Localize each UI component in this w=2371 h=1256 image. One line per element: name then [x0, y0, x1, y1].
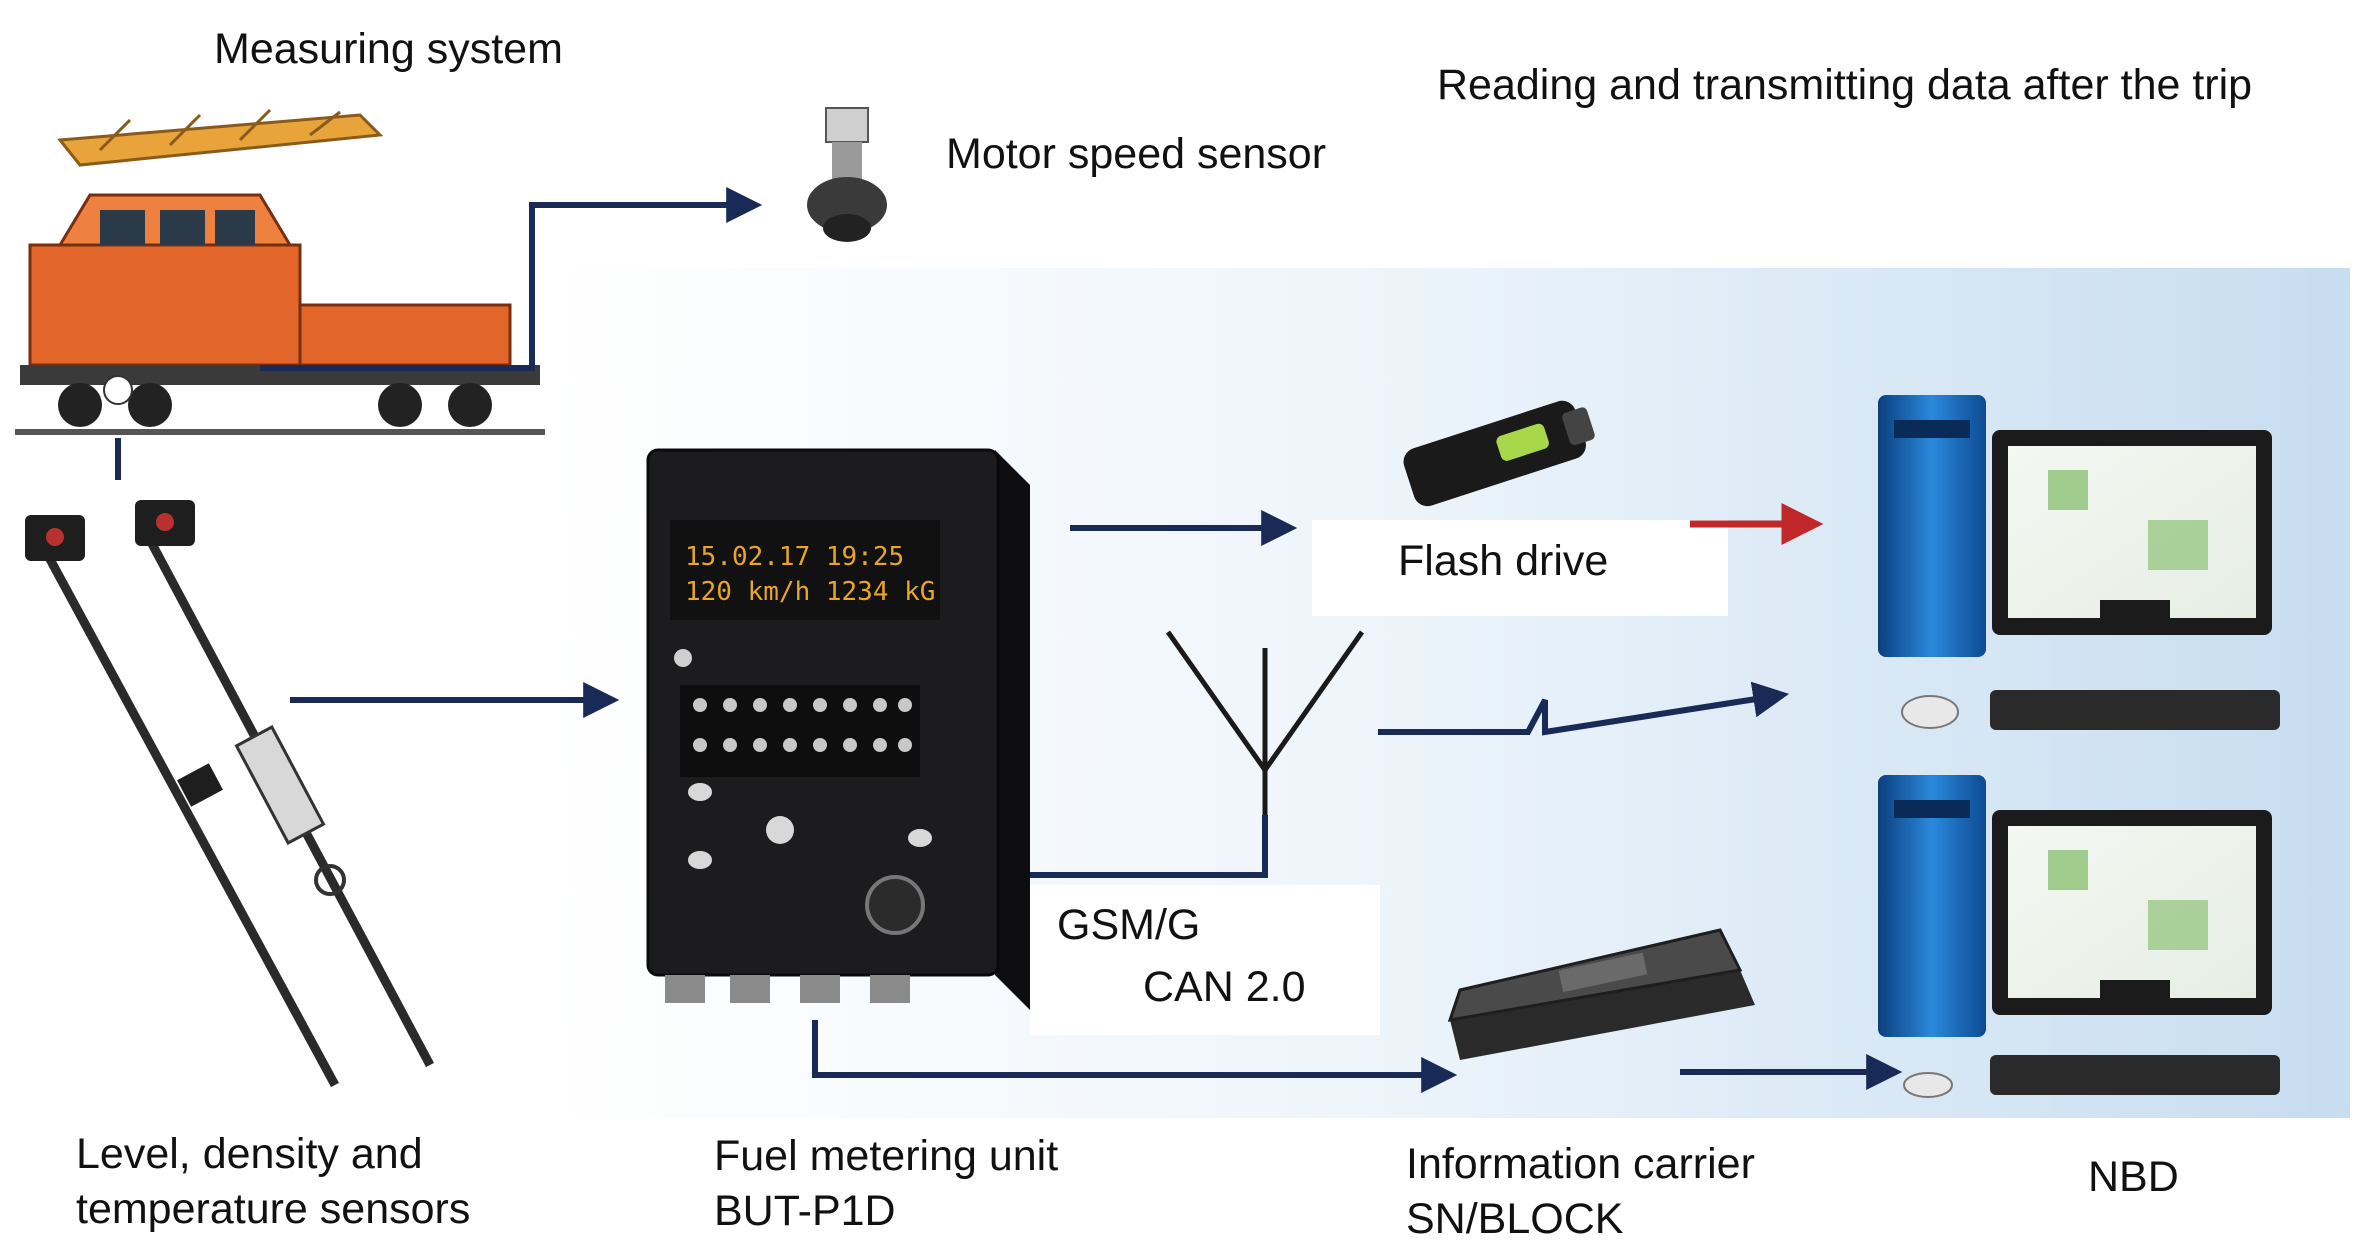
arrow-unit-to-information-carrier [812, 1020, 1458, 1093]
label-sensors: Level, density and temperature sensors [76, 1127, 470, 1237]
device-display-line1: 15.02.17 19:25 [685, 542, 904, 572]
label-flash-drive: Flash drive [1398, 537, 1609, 585]
arrow-to-motor-speed-sensor [260, 187, 763, 371]
arrow-wireless-to-computer [1378, 681, 1790, 736]
connector-lines [115, 187, 1903, 1093]
computer-workstation-1 [1878, 395, 2280, 730]
gsm-can-label-box [1030, 885, 1380, 1035]
sensor-probes-image [25, 500, 434, 1088]
flash-drive-image [1403, 400, 1595, 507]
fuel-metering-unit-image: 15.02.17 19:25 120 km/h 1234 kG [646, 448, 1030, 1010]
locomotive-image [15, 108, 545, 435]
label-sensors-line1: Level, density and [76, 1130, 423, 1178]
label-fuel-unit-line2: BUT-P1D [714, 1187, 896, 1236]
label-carrier-line2: SN/BLOCK [1406, 1195, 1624, 1244]
computer-workstation-2 [1878, 775, 2280, 1098]
line-unit-to-antenna [1030, 815, 1268, 878]
motor-speed-sensor-image [807, 107, 887, 242]
label-fuel-metering-unit: Fuel metering unit BUT-P1D [714, 1129, 1058, 1239]
label-can: CAN 2.0 [1143, 963, 1306, 1011]
information-carrier-image [1447, 928, 1755, 1060]
label-motor-speed-sensor: Motor speed sensor [946, 130, 1327, 178]
label-sensors-line2: temperature sensors [76, 1185, 471, 1234]
flash-drive-label-box [1312, 520, 1728, 616]
label-measuring-system: Measuring system [214, 25, 563, 73]
label-reading-transmitting: Reading and transmitting data after the … [1437, 61, 2253, 109]
label-carrier-line1: Information carrier [1406, 1140, 1755, 1188]
label-nbd: NBD [2088, 1153, 2179, 1201]
antenna-image [1165, 630, 1365, 815]
label-information-carrier: Information carrier SN/BLOCK [1406, 1137, 1755, 1247]
device-display-line2: 120 km/h 1234 kG [685, 577, 935, 607]
label-gsm: GSM/G [1057, 901, 1201, 949]
label-fuel-unit-line1: Fuel metering unit [714, 1132, 1059, 1180]
